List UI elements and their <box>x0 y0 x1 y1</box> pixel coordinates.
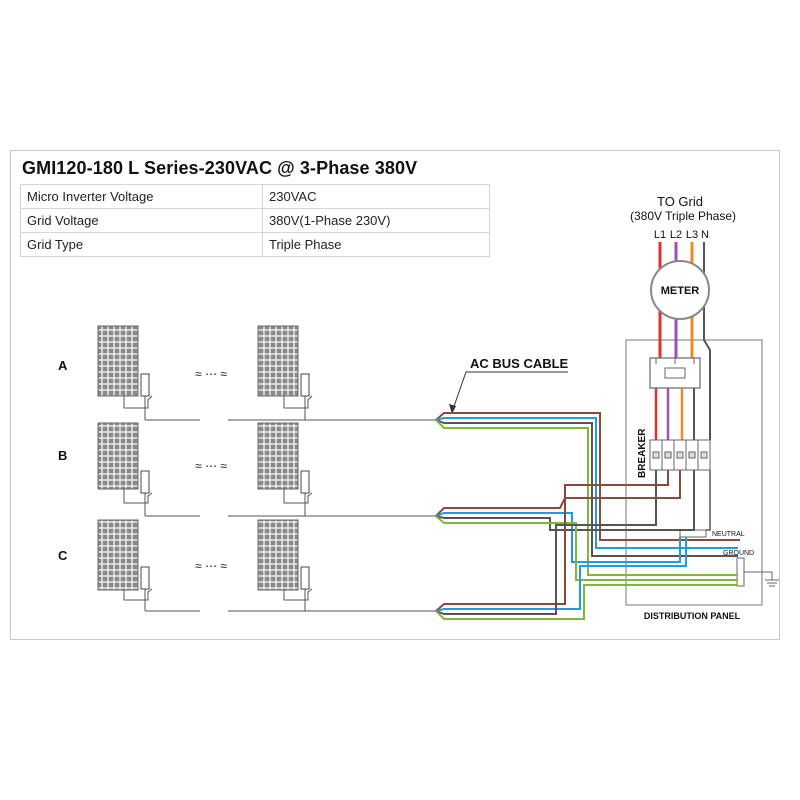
ground-bar-icon <box>736 557 745 587</box>
bus-cable-a <box>435 412 740 576</box>
ellipsis-row-c: ≈ ⋯ ≈ <box>195 559 227 573</box>
solar-panel-a1 <box>97 325 153 420</box>
solar-panel-a2 <box>257 325 313 420</box>
meter-icon <box>650 260 710 320</box>
meter-label: METER <box>661 285 700 297</box>
ground-symbol-icon <box>744 571 779 587</box>
phase-label-l3: L3 <box>686 229 698 241</box>
spec-label: Micro Inverter Voltage <box>20 184 263 209</box>
row-label-a: A <box>58 358 68 373</box>
ellipsis-row-b: ≈ ⋯ ≈ <box>195 459 227 473</box>
solar-panel-b2 <box>257 422 313 516</box>
switch-to-breaker-wires <box>654 388 695 440</box>
spec-label: Grid Type <box>20 232 263 257</box>
table-row: Grid Type Triple Phase <box>20 232 490 257</box>
phase-label-n: N <box>701 229 709 241</box>
bus-cable-b <box>435 470 738 581</box>
breaker-label: BREAKER <box>637 428 648 478</box>
neutral-label: NEUTRAL <box>712 531 745 538</box>
ellipsis-row-a: ≈ ⋯ ≈ <box>195 367 227 381</box>
neutral-bar-icon <box>679 529 707 538</box>
spec-value: Triple Phase <box>262 232 490 257</box>
solar-panel-c2 <box>257 519 313 611</box>
grid-title: TO Grid <box>657 194 703 209</box>
table-row: Grid Voltage 380V(1-Phase 230V) <box>20 208 490 233</box>
row-label-b: B <box>58 448 67 463</box>
main-switch-icon <box>649 357 701 389</box>
solar-panel-c1 <box>97 519 153 611</box>
spec-label: Grid Voltage <box>20 208 263 233</box>
bus-cable-c <box>435 470 738 620</box>
grid-subtitle: (380V Triple Phase) <box>630 209 736 223</box>
distribution-panel-box <box>625 339 763 606</box>
solar-panel-b1 <box>97 422 153 516</box>
phase-label-l1: L1 <box>654 229 666 241</box>
phase-label-l2: L2 <box>670 229 682 241</box>
ac-trunk-lines <box>145 419 436 612</box>
distribution-panel-label: DISTRIBUTION PANEL <box>644 611 741 621</box>
ac-bus-cable-label: AC BUS CABLE <box>470 356 569 371</box>
spec-table: Micro Inverter Voltage 230VAC Grid Volta… <box>20 184 490 257</box>
row-label-c: C <box>58 548 68 563</box>
breaker-icon <box>649 439 711 471</box>
page-title: GMI120-180 L Series-230VAC @ 3-Phase 380… <box>22 158 418 178</box>
ground-label: GROUND <box>723 550 754 557</box>
